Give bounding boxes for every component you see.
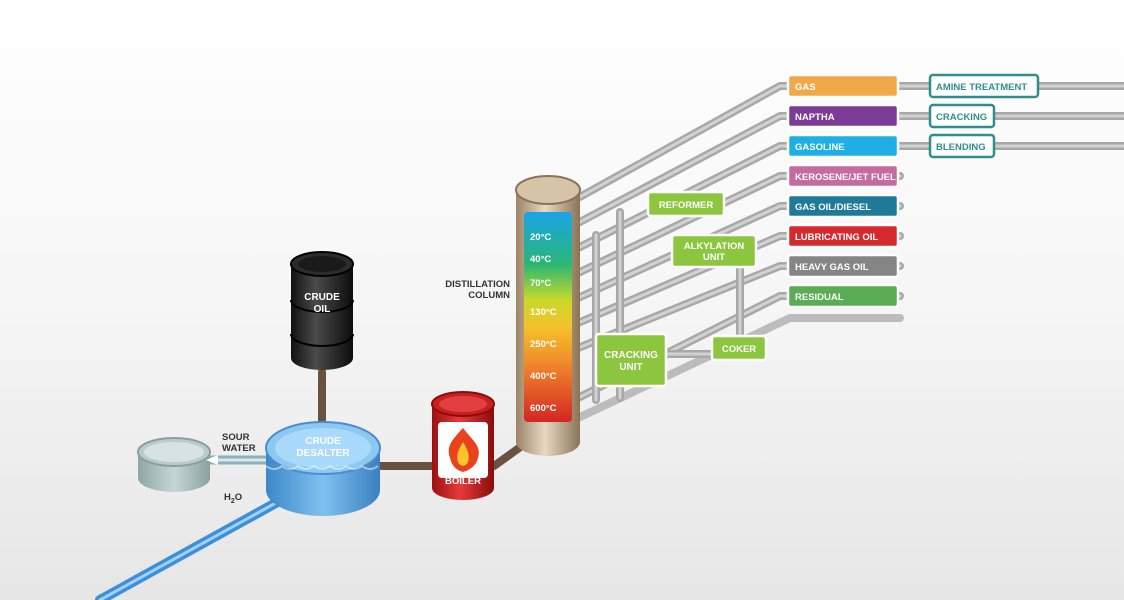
temperature-label: 400°C (530, 371, 557, 382)
product-box: GAS (786, 73, 900, 99)
distillation-column-label: COLUMN (468, 290, 510, 301)
product-box: NAPTHA (786, 103, 900, 129)
product-box: KEROSENE/JET FUEL (786, 163, 900, 189)
temperature-gradient (524, 212, 572, 422)
temperature-label: 20°C (530, 232, 551, 243)
product-label: GAS OIL/DIESEL (795, 202, 871, 213)
sour-water-label: WATER (222, 443, 256, 454)
sour-water-tank (137, 437, 211, 492)
unit-cracking: CRACKING UNIT (594, 332, 668, 388)
temperature-label: 40°C (530, 254, 551, 265)
temperature-label: 600°C (530, 403, 557, 414)
crude-desalter-tank (265, 421, 381, 516)
temperature-label: 70°C (530, 278, 551, 289)
product-label: GAS (795, 82, 816, 93)
unit-coker-label: COKER (722, 344, 756, 355)
unit-cracking-label: UNIT (619, 362, 642, 373)
boiler-label: BOILER (445, 476, 481, 487)
crude-oil-label: CRUDE (304, 292, 340, 303)
unit-cracking-label: CRACKING (604, 350, 658, 361)
crude-oil-label: OIL (314, 304, 331, 315)
temperature-label: 250°C (530, 339, 557, 350)
sour-water-label: SOUR (222, 432, 250, 443)
downstream-box: CRACKING (928, 103, 996, 129)
product-label: RESIDUAL (795, 292, 844, 303)
downstream-list: AMINE TREATMENT CRACKING BLENDING (928, 73, 1040, 159)
product-label: HEAVY GAS OIL (795, 262, 869, 273)
unit-reformer: REFORMER (646, 190, 726, 218)
crude-desalter-label: DESALTER (296, 448, 350, 459)
crude-desalter-label: CRUDE (305, 436, 341, 447)
h2o-label: H2O (224, 492, 242, 505)
downstream-box: BLENDING (928, 133, 996, 159)
distillation-column-tower (515, 175, 581, 456)
product-label: NAPTHA (795, 112, 835, 123)
product-box: RESIDUAL (786, 283, 900, 309)
product-label: KEROSENE/JET FUEL (795, 172, 896, 183)
distillation-column-label: DISTILLATION (445, 279, 510, 290)
product-box: LUBRICATING OIL (786, 223, 900, 249)
arrow-icon (206, 455, 218, 465)
unit-reformer-label: REFORMER (659, 200, 714, 211)
unit-alkylation-label: UNIT (703, 252, 725, 263)
unit-alkylation: ALKYLATION UNIT (670, 233, 758, 269)
product-box: GASOLINE (786, 133, 900, 159)
product-label: LUBRICATING OIL (795, 232, 878, 243)
downstream-label: AMINE TREATMENT (936, 82, 1027, 93)
product-list: GAS NAPTHA GASOLINE KEROSENE/JET FUEL GAS OI… (786, 73, 900, 309)
unit-coker: COKER (710, 334, 768, 362)
product-box: HEAVY GAS OIL (786, 253, 900, 279)
temperature-labels: 20°C 40°C 70°C 130°C 250°C 400°C 600°C (530, 232, 557, 414)
product-box: GAS OIL/DIESEL (786, 193, 900, 219)
crude-oil-barrel (290, 251, 354, 370)
downstream-label: BLENDING (936, 142, 986, 153)
unit-alkylation-label: ALKYLATION (684, 241, 745, 252)
temperature-label: 130°C (530, 307, 557, 318)
product-label: GASOLINE (795, 142, 845, 153)
downstream-label: CRACKING (936, 112, 987, 123)
flame-icon (448, 428, 479, 472)
downstream-box: AMINE TREATMENT (928, 73, 1040, 99)
